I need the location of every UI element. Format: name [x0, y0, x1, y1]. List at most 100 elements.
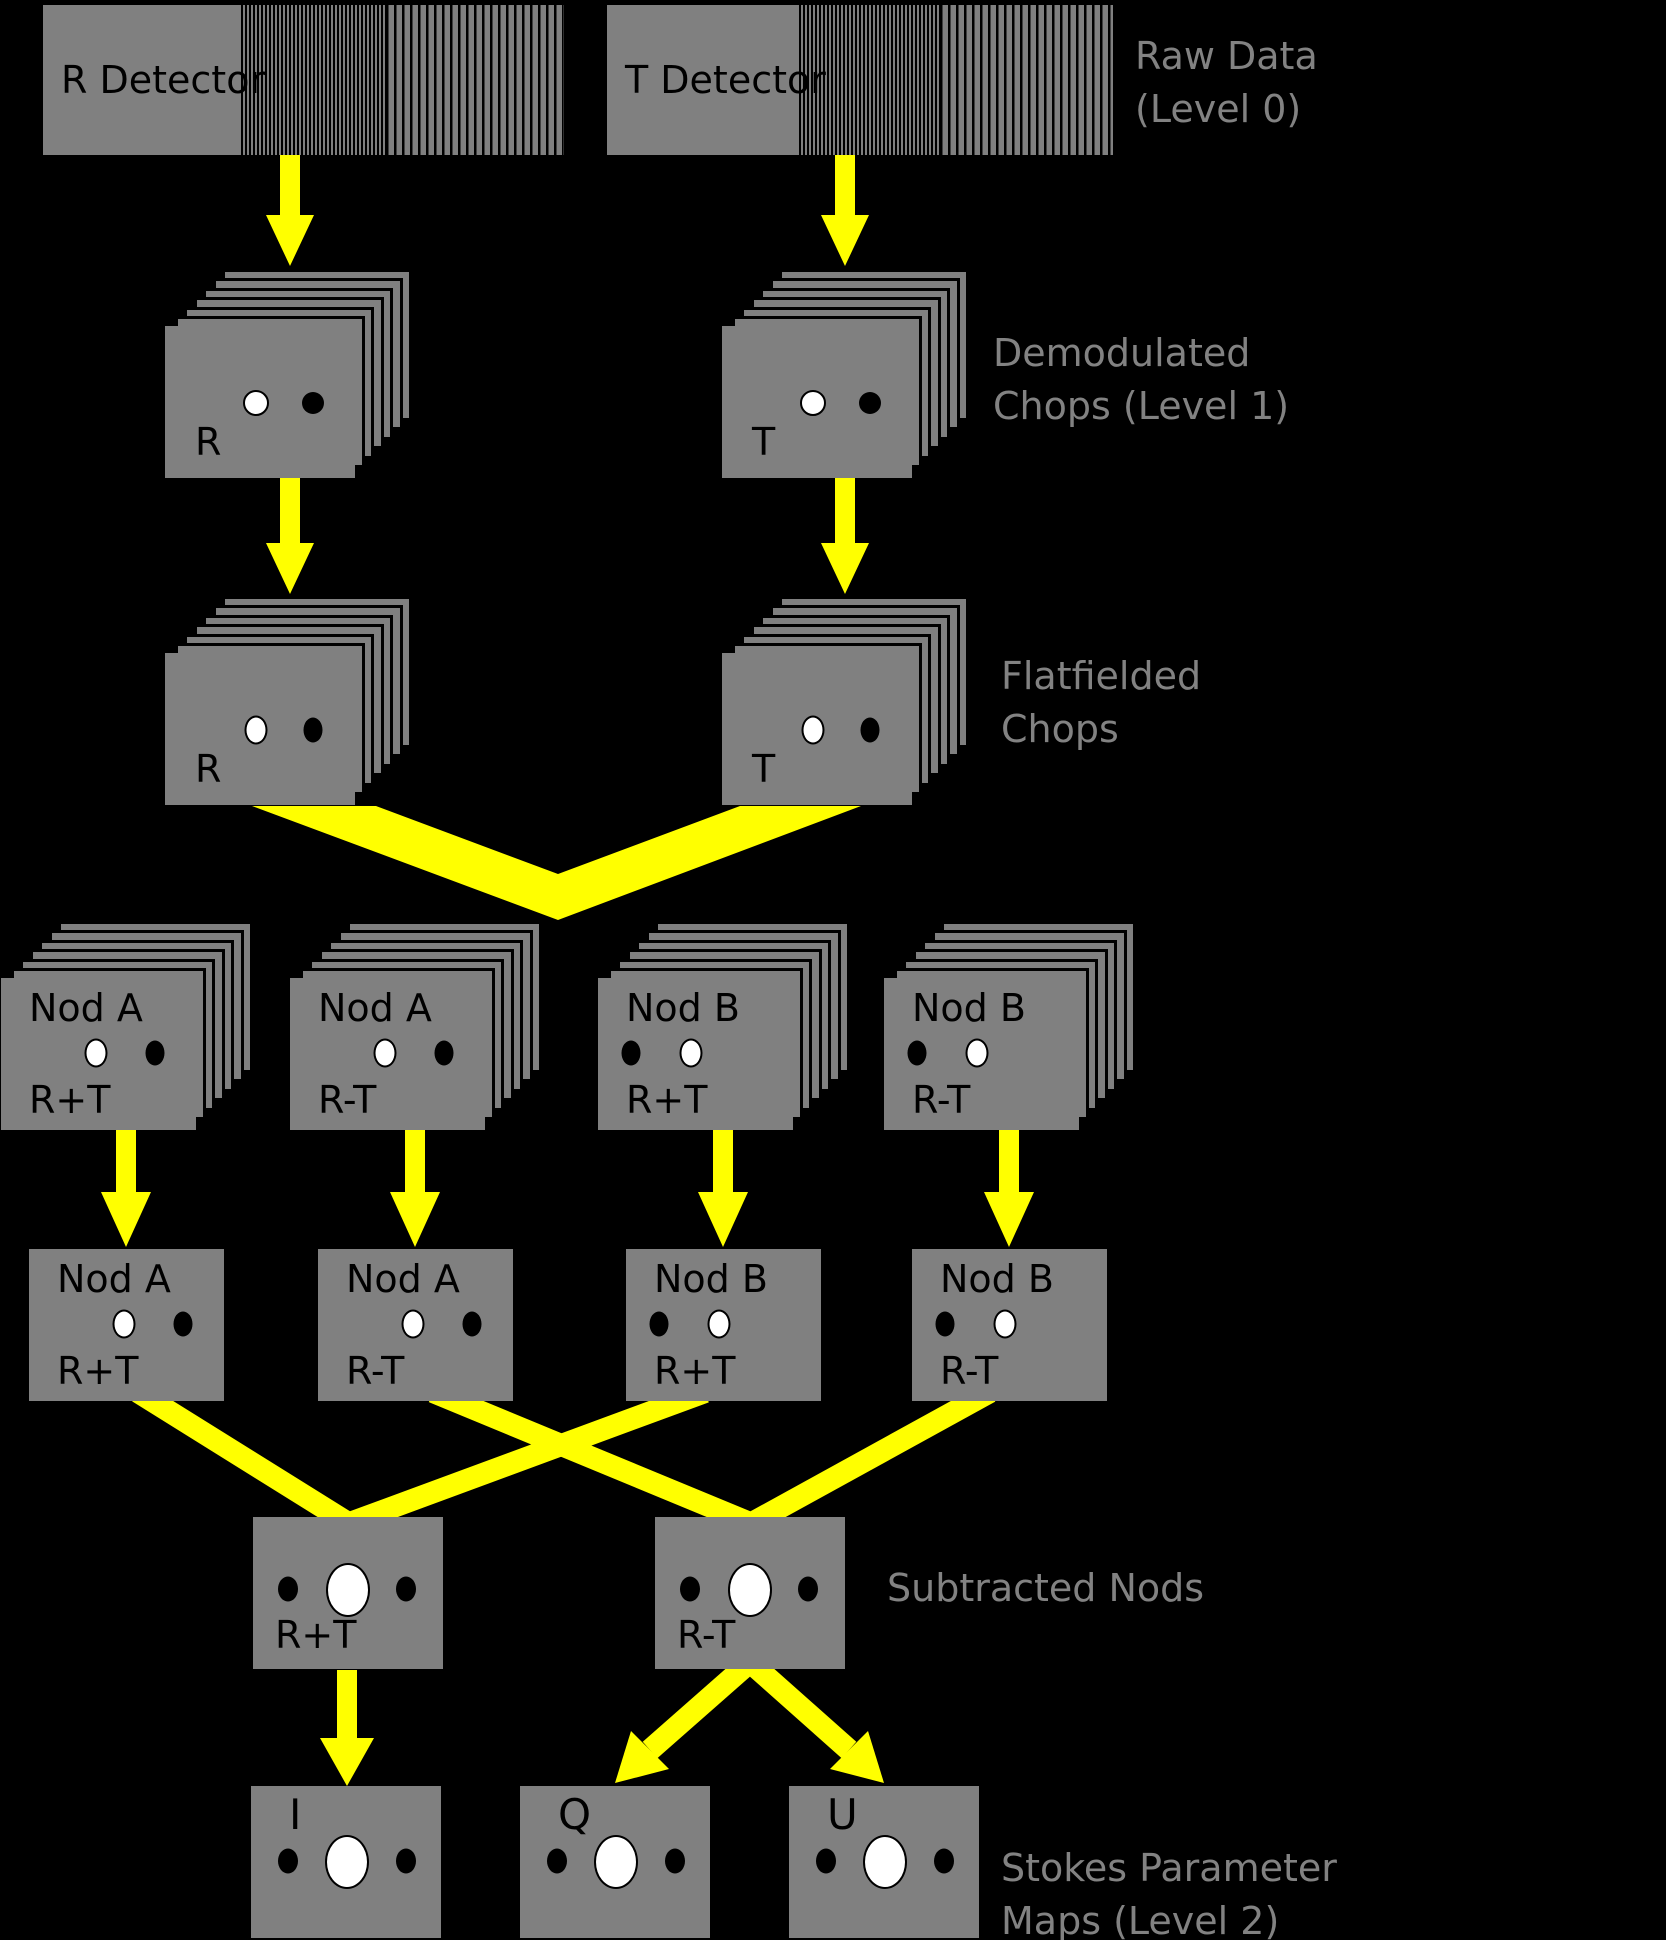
dot-white	[679, 1038, 703, 1068]
link-nodA-rmt-to-subtracted-icon	[428, 1381, 755, 1534]
nod-stack-a-rmt: Nod A R-T	[290, 921, 542, 1130]
nod-formula: R+T	[29, 1078, 111, 1122]
nod-formula: R+T	[57, 1349, 139, 1393]
arrow-nodB-rpt-stack-to-card-icon	[698, 1130, 748, 1247]
arrow-t-raw-to-demod-icon	[821, 155, 869, 266]
stage-label-line: Stokes Parameter	[1001, 1846, 1337, 1890]
arrow-nodA-rpt-stack-to-card-icon	[101, 1130, 151, 1247]
nod-stack-card: Nod A R-T	[290, 978, 485, 1130]
stage-label-line: Subtracted Nods	[887, 1566, 1205, 1610]
dot-white	[801, 715, 825, 745]
dot-white-large	[863, 1835, 907, 1889]
demod-card-r: R	[165, 326, 355, 478]
dot-white-large	[326, 1563, 370, 1617]
nod-title: Nod B	[940, 1257, 1054, 1301]
dot-black	[665, 1848, 685, 1874]
merge-chevron-flat-to-nods-icon	[252, 806, 861, 920]
arrow-r-demod-to-flat-icon	[266, 478, 314, 594]
dot-black	[621, 1040, 641, 1066]
subtracted-formula: R+T	[275, 1613, 357, 1657]
dot-black	[396, 1576, 416, 1602]
arrow-nodB-rmt-stack-to-card-icon	[984, 1130, 1034, 1247]
dot-black	[434, 1040, 454, 1066]
detector-r-raw-signal-stripes-icon	[240, 5, 564, 155]
dot-black	[907, 1040, 927, 1066]
stage-label-line: Maps (Level 2)	[1001, 1899, 1280, 1940]
dot-black	[859, 392, 881, 414]
flat-card-t-label: T	[752, 747, 776, 791]
stokes-card-i: I	[251, 1786, 441, 1938]
dot-white	[244, 715, 268, 745]
stage-label-raw-data: Raw Data (Level 0)	[1135, 30, 1318, 136]
nod-stack-card: Nod A R+T	[1, 978, 196, 1130]
flat-card-t: T	[722, 653, 912, 805]
dot-black	[798, 1576, 818, 1602]
stage-label-line: Demodulated	[993, 331, 1251, 375]
stage-label-line: (Level 0)	[1135, 87, 1302, 131]
subtracted-formula: R-T	[677, 1613, 736, 1657]
stokes-card-q: Q	[520, 1786, 710, 1938]
nod-title: Nod A	[29, 986, 143, 1030]
demod-card-t: T	[722, 326, 912, 478]
stage-label-line: Flatfielded	[1001, 654, 1202, 698]
dot-white	[84, 1038, 108, 1068]
nod-title: Nod B	[654, 1257, 768, 1301]
dot-black	[935, 1311, 955, 1337]
dot-white	[401, 1309, 425, 1339]
stokes-letter: U	[827, 1790, 858, 1839]
detector-r-box: R Detector	[43, 5, 564, 155]
dot-black	[816, 1848, 836, 1874]
nod-formula: R-T	[318, 1078, 377, 1122]
dot-white	[800, 390, 826, 416]
arrow-nodA-rmt-stack-to-card-icon	[390, 1130, 440, 1247]
dot-white	[112, 1309, 136, 1339]
dot-black	[462, 1311, 482, 1337]
arrow-rmt-to-stokes-u-shaft-icon	[742, 1653, 857, 1759]
link-nodA-rpt-to-subtracted-icon	[132, 1382, 354, 1533]
link-nodB-rpt-to-subtracted-icon	[346, 1381, 709, 1534]
dot-white	[373, 1038, 397, 1068]
flat-stack-r: R	[165, 596, 412, 805]
dot-white-large	[728, 1563, 772, 1617]
arrow-rmt-to-stokes-q-shaft-icon	[642, 1653, 758, 1759]
nod-card-b-rmt: Nod B R-T	[912, 1249, 1107, 1401]
stage-label-line: Chops (Level 1)	[993, 384, 1290, 428]
arrow-rpt-to-stokes-i-icon	[320, 1670, 374, 1786]
stokes-card-u: U	[789, 1786, 979, 1938]
stage-label-line: Raw Data	[1135, 34, 1318, 78]
dot-white	[243, 390, 269, 416]
nod-formula: R-T	[912, 1078, 971, 1122]
detector-t-label: T Detector	[625, 58, 826, 102]
nod-card-a-rpt: Nod A R+T	[29, 1249, 224, 1401]
nod-stack-b-rpt: Nod B R+T	[598, 921, 850, 1130]
detector-t-box: T Detector	[607, 5, 1113, 155]
nod-formula: R-T	[940, 1349, 999, 1393]
subtracted-card-rmt: R-T	[655, 1517, 845, 1669]
detector-t-raw-signal-stripes-icon	[799, 5, 1113, 155]
dot-black	[396, 1848, 416, 1874]
dot-black	[934, 1848, 954, 1874]
dot-black	[278, 1576, 298, 1602]
nod-formula: R+T	[626, 1078, 708, 1122]
arrow-rmt-to-stokes-u-head-icon	[830, 1731, 884, 1783]
dot-white	[993, 1309, 1017, 1339]
dot-black	[145, 1040, 165, 1066]
flat-card-r: R	[165, 653, 355, 805]
stage-label-line: Chops	[1001, 707, 1119, 751]
demod-stack-t: T	[722, 269, 969, 478]
nod-stack-card: Nod B R+T	[598, 978, 793, 1130]
stokes-letter: Q	[558, 1790, 592, 1839]
dot-white-large	[594, 1835, 638, 1889]
nod-formula: R+T	[654, 1349, 736, 1393]
stage-label-subtracted-nods: Subtracted Nods	[887, 1562, 1204, 1615]
nod-title: Nod B	[912, 986, 1026, 1030]
dot-black	[649, 1311, 669, 1337]
dot-black	[302, 392, 324, 414]
arrow-rmt-to-stokes-q-head-icon	[615, 1731, 669, 1783]
demod-stack-r: R	[165, 269, 412, 478]
nod-stack-b-rmt: Nod B R-T	[884, 921, 1136, 1130]
flat-card-r-label: R	[195, 747, 222, 791]
nod-title: Nod A	[318, 986, 432, 1030]
